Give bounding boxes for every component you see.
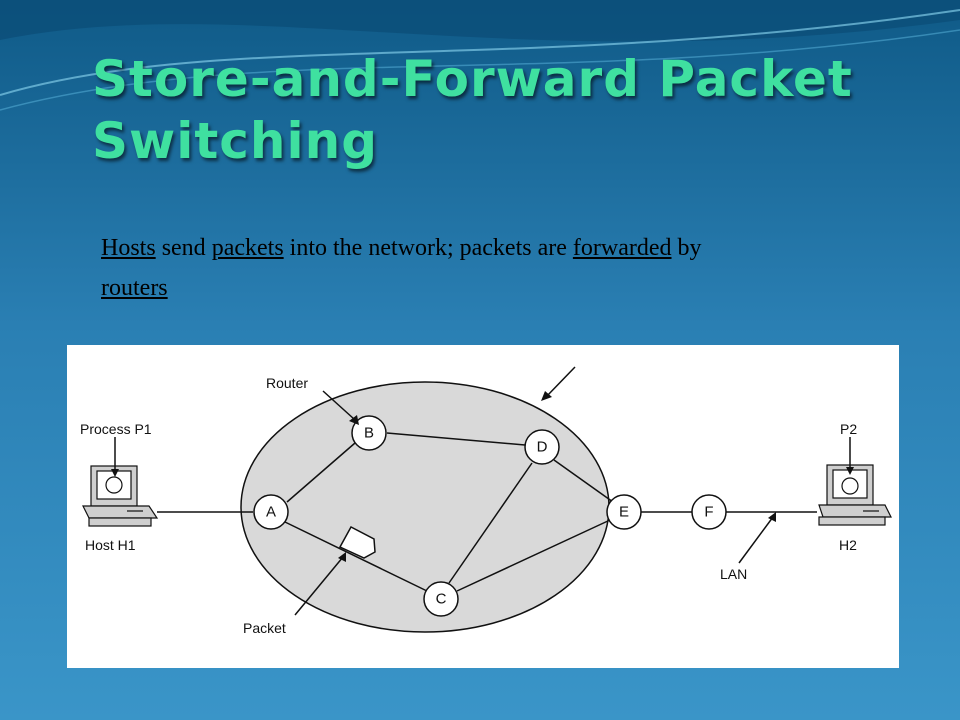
slide-subtitle: Hosts send packets into the network; pac… xyxy=(101,228,901,308)
term-hosts: Hosts xyxy=(101,235,156,261)
host-h1-label: Host H1 xyxy=(85,537,136,553)
node-label-e: E xyxy=(619,504,629,521)
packet-arrowhead xyxy=(338,552,346,562)
term-packets: packets xyxy=(211,235,284,261)
lan-label: LAN xyxy=(720,566,747,582)
router-node-e: E xyxy=(606,494,642,530)
packet-pointer xyxy=(294,556,344,616)
slide-title: Store-and-Forward Packet Switching xyxy=(92,50,853,170)
subtitle-text-1: send xyxy=(155,235,212,261)
router-pointer xyxy=(322,390,355,420)
subtitle-text-3: by xyxy=(671,235,702,261)
router-node-b: B xyxy=(351,415,387,451)
router-node-f: F xyxy=(691,494,727,530)
node-label-c: C xyxy=(436,591,447,608)
link-d-e xyxy=(553,459,614,503)
host-h1-computer-icon xyxy=(82,465,159,527)
router-label: Router xyxy=(266,375,308,391)
packet-label: Packet xyxy=(243,620,286,636)
subtitle-text-2: into the network; packets are xyxy=(283,235,573,261)
header-swoosh-decoration xyxy=(0,0,960,111)
packet-shape xyxy=(338,525,376,559)
network-diagram: A B C D E F xyxy=(67,345,899,668)
host-h2-computer-icon xyxy=(818,464,892,526)
node-label-d: D xyxy=(537,439,548,456)
term-routers: routers xyxy=(101,275,168,301)
lan-pointer xyxy=(738,516,774,564)
node-label-f: F xyxy=(704,504,713,521)
link-a-c xyxy=(284,521,428,592)
lan-arrowhead xyxy=(768,512,776,522)
h2-label: H2 xyxy=(839,537,857,553)
link-c-d xyxy=(448,462,533,584)
router-node-d: D xyxy=(524,429,560,465)
subnet-arrowhead xyxy=(541,391,552,401)
process-p1-arrowhead xyxy=(111,469,119,477)
network-links xyxy=(157,432,817,592)
link-b-d xyxy=(386,432,526,446)
link-a-b xyxy=(286,442,356,503)
process-p1-label: Process P1 xyxy=(80,421,152,437)
router-arrowhead xyxy=(349,415,359,425)
term-forwarded: forwarded xyxy=(572,235,672,261)
p2-arrowhead xyxy=(846,467,854,475)
node-label-b: B xyxy=(364,425,374,442)
link-c-e xyxy=(456,519,611,592)
router-node-c: C xyxy=(423,581,459,617)
router-node-a: A xyxy=(253,494,289,530)
node-label-a: A xyxy=(266,504,276,521)
p2-label: P2 xyxy=(840,421,857,437)
subnet-pointer xyxy=(545,366,576,398)
